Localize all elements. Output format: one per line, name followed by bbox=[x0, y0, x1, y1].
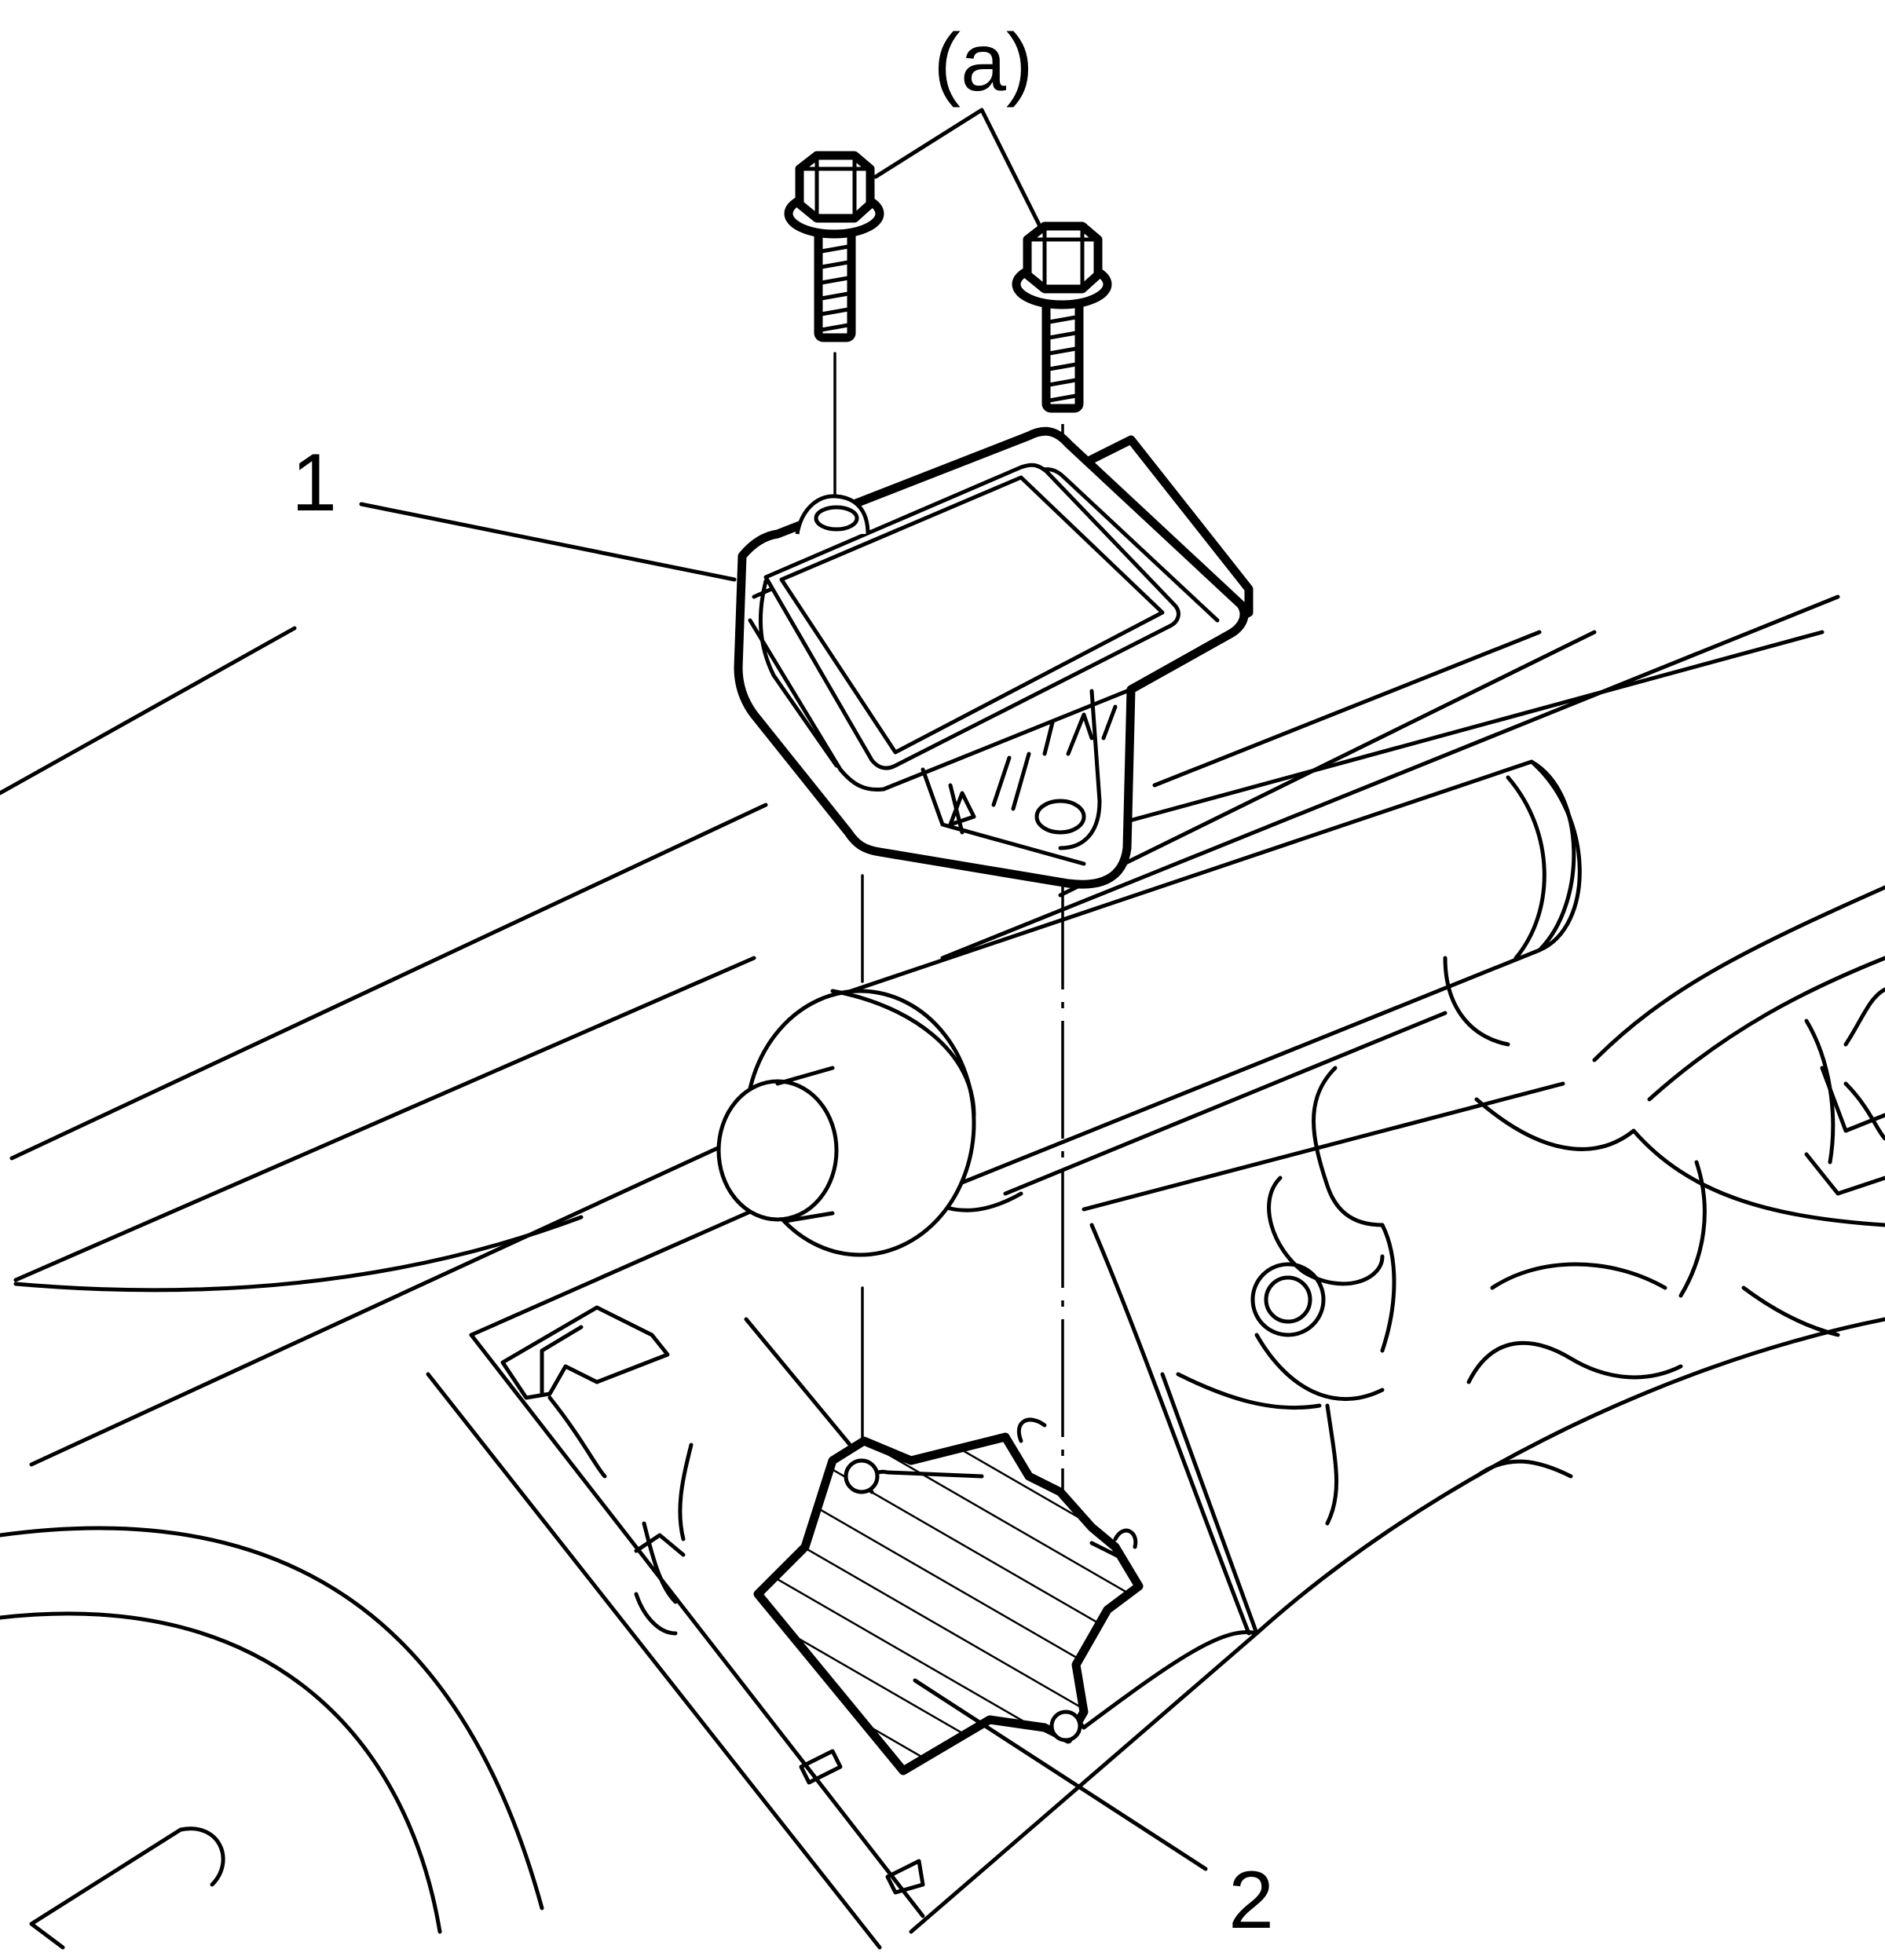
bolt-right bbox=[1012, 221, 1112, 413]
callout-2-label: 2 bbox=[1228, 1855, 1274, 1946]
tube-shaft bbox=[716, 759, 1582, 1257]
callout-a-label: (a) bbox=[933, 17, 1033, 108]
part-2-mounting-pad bbox=[753, 1417, 1144, 1775]
part-1-mount-bracket bbox=[734, 426, 1254, 889]
bolt-left bbox=[784, 151, 884, 342]
background-structure bbox=[0, 594, 1885, 1950]
callout-1-label: 1 bbox=[291, 437, 337, 528]
leader-lines bbox=[359, 108, 1208, 1871]
